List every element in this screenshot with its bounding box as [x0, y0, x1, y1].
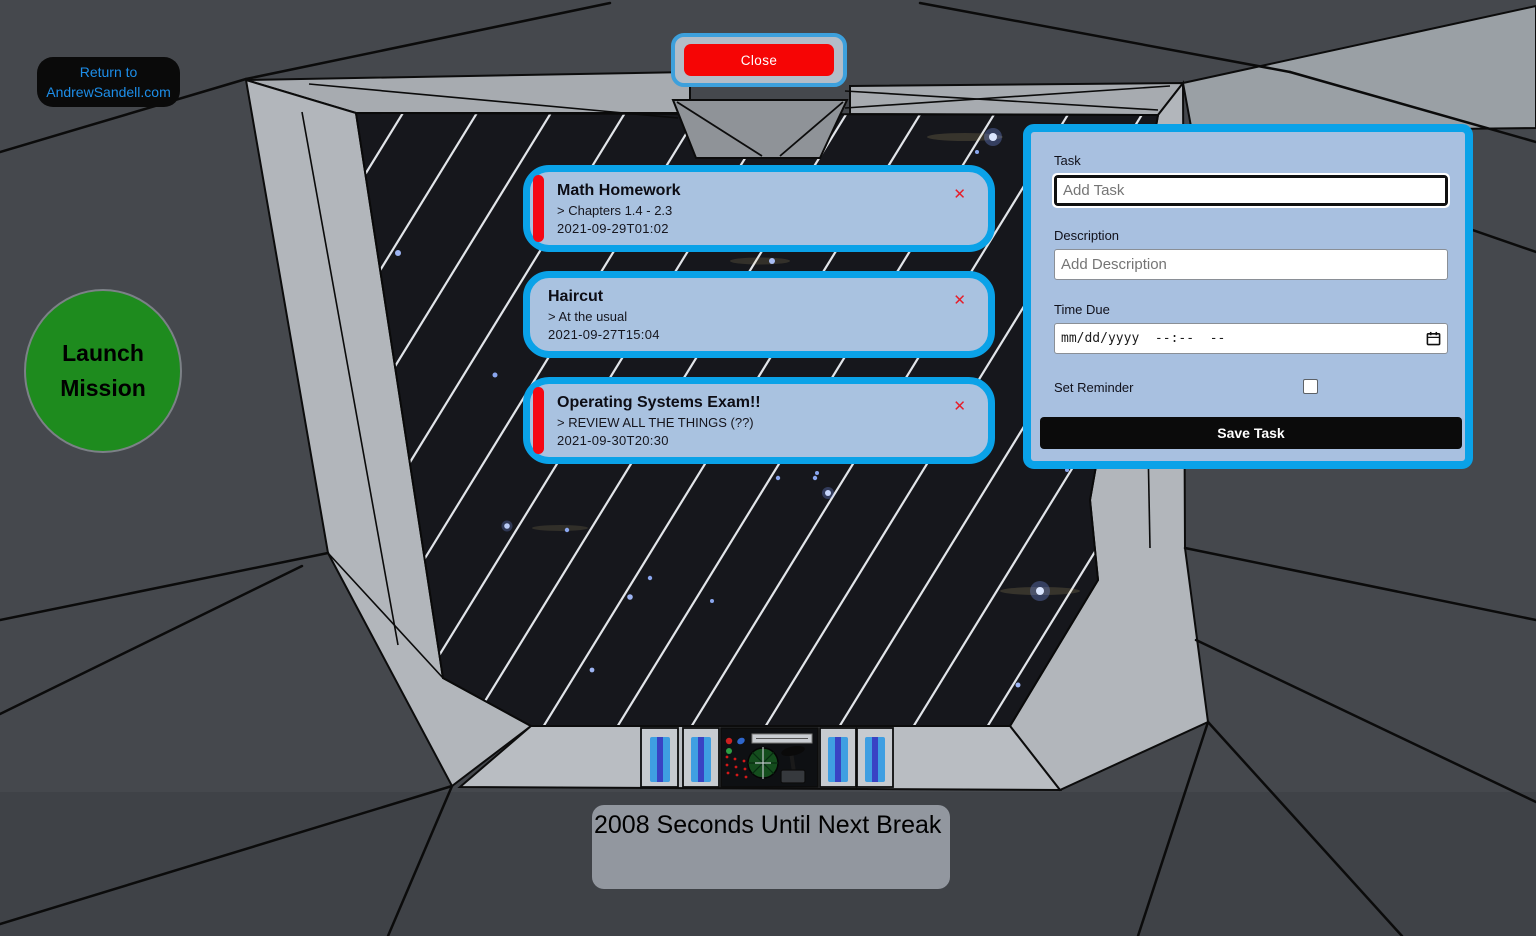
radar-display [747, 747, 779, 779]
gauge-bars [650, 737, 885, 782]
set-reminder-label: Set Reminder [1054, 380, 1134, 395]
task-due-date: 2021-09-29T01:02 [557, 221, 669, 236]
window-notch [671, 99, 849, 159]
return-home-line2: AndrewSandell.com [46, 84, 171, 100]
description-input[interactable] [1054, 249, 1448, 280]
return-home-button[interactable]: Return to AndrewSandell.com [37, 57, 180, 107]
task-label: Task [1054, 153, 1081, 168]
break-timer-box: 2008 Seconds Until Next Break [592, 805, 950, 889]
delete-task-icon[interactable]: ✕ [953, 185, 966, 203]
task-detail: > REVIEW ALL THE THINGS (??) [557, 415, 754, 430]
close-button[interactable]: Close [684, 44, 834, 76]
return-home-line1: Return to [79, 63, 138, 80]
joystick [780, 745, 806, 784]
green-button [726, 748, 732, 754]
stars [356, 128, 1080, 688]
delete-task-icon[interactable]: ✕ [953, 397, 966, 415]
task-title: Operating Systems Exam!! [557, 394, 761, 411]
indicator-dots [725, 755, 748, 779]
launch-mission-button[interactable]: Launch Mission [24, 289, 182, 453]
break-timer-text: 2008 Seconds Until Next Break [594, 811, 942, 839]
add-task-form: Task Description Time Due mm/dd/yyyy --:… [1023, 124, 1473, 469]
task-title: Math Homework [557, 182, 681, 199]
task-detail: > Chapters 1.4 - 2.3 [557, 203, 673, 218]
time-due-value: mm/dd/yyyy --:-- -- [1061, 331, 1226, 346]
task-card: Haircut > At the usual 2021-09-27T15:04 … [523, 271, 995, 358]
task-input[interactable] [1053, 174, 1449, 207]
close-button-housing: Close [671, 33, 847, 87]
urgent-bar [533, 175, 544, 242]
set-reminder-checkbox[interactable] [1303, 379, 1318, 394]
time-due-input[interactable]: mm/dd/yyyy --:-- -- [1054, 323, 1448, 354]
task-card: Operating Systems Exam!! > REVIEW ALL TH… [523, 377, 995, 464]
time-due-label: Time Due [1054, 302, 1110, 317]
red-button [725, 737, 733, 745]
launch-line2: Mission [60, 375, 146, 401]
urgent-bar [533, 387, 544, 454]
delete-task-icon[interactable]: ✕ [953, 291, 966, 309]
control-panel [725, 733, 813, 784]
description-label: Description [1054, 228, 1120, 243]
console [457, 725, 1063, 792]
task-title: Haircut [548, 288, 604, 305]
task-card: Math Homework > Chapters 1.4 - 2.3 2021-… [523, 165, 995, 252]
launch-line1: Launch [62, 340, 144, 366]
save-task-button[interactable]: Save Task [1040, 417, 1462, 449]
task-due-date: 2021-09-27T15:04 [548, 327, 660, 342]
blue-button [737, 737, 745, 745]
task-detail: > At the usual [548, 309, 628, 324]
task-due-date: 2021-09-30T20:30 [557, 433, 669, 448]
calendar-icon[interactable] [1426, 331, 1441, 346]
